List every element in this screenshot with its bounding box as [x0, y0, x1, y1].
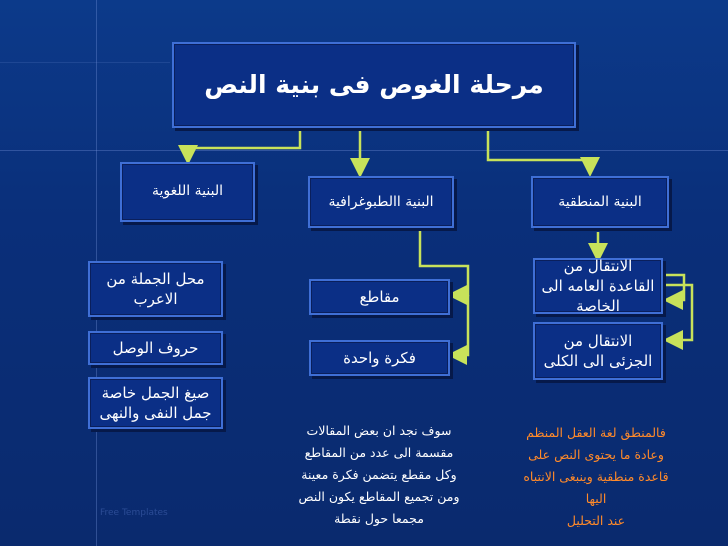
grid-line-horizontal [0, 150, 728, 151]
connector-logical-loop1 [663, 273, 686, 310]
logical-item-1-text: الانتقال من القاعدة العامه الى الخاصة [541, 256, 655, 316]
linguistic-item-2: حروف الوصل [88, 331, 223, 365]
logical-item-2: الانتقال من الجزئى الى الكلى [533, 322, 663, 380]
header-logical-text: البنية المنطقية [558, 193, 642, 210]
typographic-item-1-text: مقاطع [359, 287, 400, 306]
typographic-item-2: فكرة واحدة [309, 340, 450, 376]
page-title: مرحلة الغوص فى بنية النص [172, 42, 576, 128]
footer-text: Free Templates [100, 508, 168, 518]
connector-title-linguistic [178, 130, 302, 165]
header-typographic-text: البنية االطبوغرافية [328, 193, 434, 210]
linguistic-item-2-text: حروف الوصل [112, 338, 199, 357]
header-linguistic-text: البنية اللغوية [152, 183, 223, 199]
logical-item-1: الانتقال من القاعدة العامه الى الخاصة [533, 256, 663, 316]
connector-typographic-fikra [447, 295, 470, 365]
linguistic-item-3-text: صيغ الجمل خاصة جمل النفى والنهى [99, 383, 212, 422]
typographic-note-text: سوف نجد ان بعض المقالات مقسمة الى عدد من… [298, 423, 460, 526]
connector-logical-loop2 [663, 283, 694, 350]
linguistic-item-3: صيغ الجمل خاصة جمل النفى والنهى [88, 377, 223, 429]
header-linguistic: البنية اللغوية [120, 162, 255, 222]
logical-note: فالمنطق لغة العقل المنظم وعادة ما يحتوى … [520, 400, 672, 532]
page-title-text: مرحلة الغوص فى بنية النص [204, 70, 544, 100]
logical-item-2-text: الانتقال من الجزئى الى الكلى [543, 331, 653, 370]
grid-line-horizontal-top [0, 62, 170, 63]
linguistic-item-1-text: محل الجملة من الاعرب [106, 269, 205, 308]
logical-note-text: فالمنطق لغة العقل المنظم وعادة ما يحتوى … [523, 425, 669, 528]
typographic-note: سوف نجد ان بعض المقالات مقسمة الى عدد من… [290, 398, 468, 530]
typographic-item-1: مقاطع [309, 279, 450, 315]
header-logical: البنية المنطقية [531, 176, 669, 228]
connector-typographic-maqati [418, 230, 470, 305]
header-typographic: البنية االطبوغرافية [308, 176, 454, 228]
connector-title-logical [486, 130, 600, 177]
linguistic-item-1: محل الجملة من الاعرب [88, 261, 223, 317]
typographic-item-2-text: فكرة واحدة [343, 348, 416, 367]
